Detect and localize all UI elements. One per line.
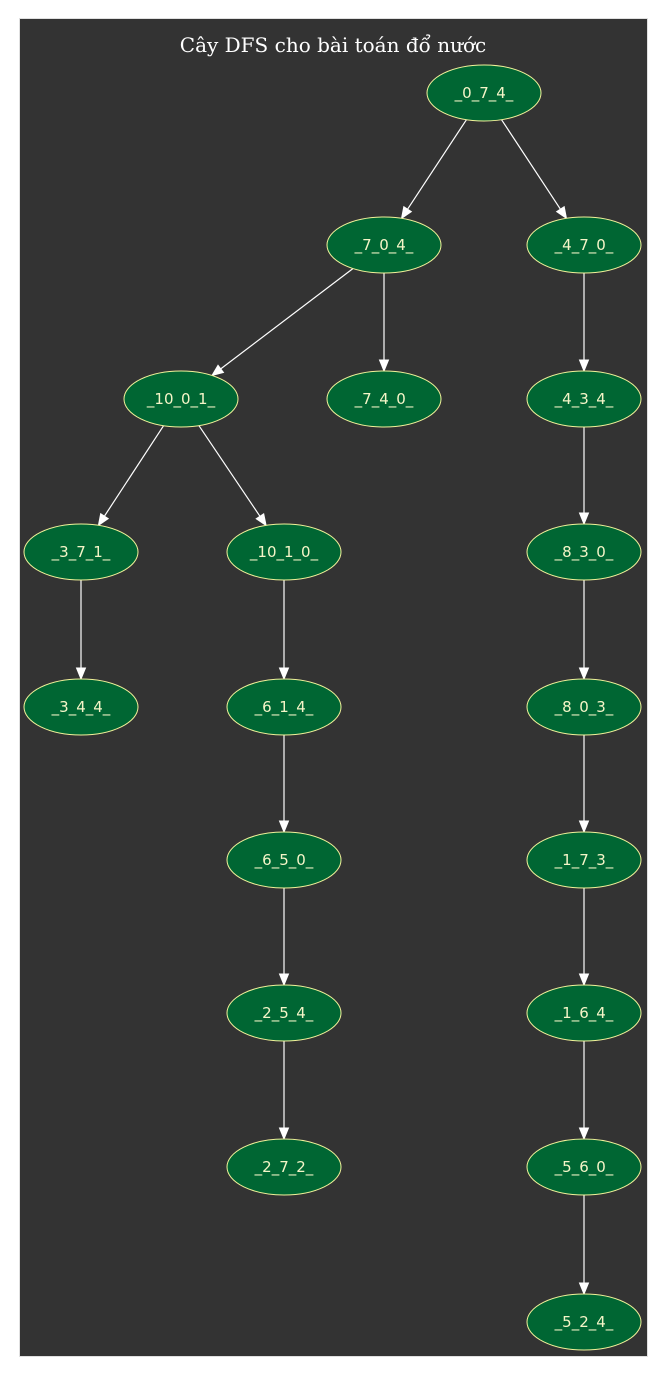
node-label: _3_4_4_: [51, 698, 111, 717]
node-ellipse: [226, 523, 342, 581]
node-ellipse: [226, 1138, 342, 1196]
node-ellipse: [123, 370, 239, 428]
edge-n3-n6: [103, 425, 165, 517]
node-label: _5_6_0_: [554, 1158, 614, 1177]
tree-node: _4_3_4_: [526, 370, 642, 428]
node-label: _2_5_4_: [254, 1004, 314, 1023]
node-label: _2_7_2_: [254, 1158, 314, 1177]
node-ellipse: [526, 523, 642, 581]
edge-n0-n2: [501, 119, 561, 210]
edges-layer: [75, 119, 590, 1296]
arrowhead-n12-n14: [278, 973, 290, 987]
arrowhead-n1-n4: [378, 359, 390, 373]
arrowhead-n0-n1: [400, 205, 413, 220]
tree-node: _7_0_4_: [326, 216, 442, 274]
node-ellipse: [226, 831, 342, 889]
node-label: _6_5_0_: [254, 851, 314, 870]
node-label: _1_7_3_: [554, 851, 614, 870]
arrowhead-n3-n7: [255, 512, 267, 527]
tree-node: _0_7_4_: [426, 64, 542, 122]
edge-n0-n1: [407, 119, 467, 210]
node-label: _7_4_0_: [354, 390, 414, 409]
node-ellipse: [526, 984, 642, 1042]
node-ellipse: [526, 216, 642, 274]
node-ellipse: [426, 64, 542, 122]
node-ellipse: [226, 984, 342, 1042]
node-ellipse: [326, 370, 442, 428]
tree-node: _3_7_1_: [23, 523, 139, 581]
tree-node: _5_6_0_: [526, 1138, 642, 1196]
tree-node: _10_1_0_: [226, 523, 342, 581]
arrowhead-n0-n2: [555, 205, 568, 220]
node-ellipse: [526, 1293, 642, 1351]
node-label: _0_7_4_: [454, 84, 514, 103]
tree-node: _7_4_0_: [326, 370, 442, 428]
tree-node: _3_4_4_: [23, 678, 139, 736]
node-label: _8_3_0_: [554, 543, 614, 562]
arrowhead-n13-n15: [578, 973, 590, 987]
node-label: _5_2_4_: [554, 1313, 614, 1332]
nodes-layer: _0_7_4_ _7_0_4_ _4_7_0_ _10_0_1_ _7_4_0_ _4_3…: [23, 64, 642, 1351]
node-ellipse: [526, 678, 642, 736]
node-ellipse: [23, 678, 139, 736]
node-ellipse: [226, 678, 342, 736]
node-label: _10_0_1_: [146, 390, 216, 409]
node-ellipse: [326, 216, 442, 274]
node-label: _4_3_4_: [554, 390, 614, 409]
node-ellipse: [526, 831, 642, 889]
arrowhead-n14-n16: [278, 1127, 290, 1141]
arrowhead-n1-n3: [210, 364, 225, 377]
tree-node: _1_7_3_: [526, 831, 642, 889]
tree-node: _8_3_0_: [526, 523, 642, 581]
node-label: _8_0_3_: [554, 698, 614, 717]
arrowhead-n15-n17: [578, 1127, 590, 1141]
arrowhead-n3-n6: [97, 512, 110, 527]
tree-node: _8_0_3_: [526, 678, 642, 736]
node-label: _10_1_0_: [249, 543, 319, 562]
tree-node: _4_7_0_: [526, 216, 642, 274]
arrowhead-n5-n8: [578, 512, 590, 526]
arrowhead-n10-n12: [278, 820, 290, 834]
arrowhead-n2-n5: [578, 359, 590, 373]
arrowhead-n8-n11: [578, 667, 590, 681]
edge-n1-n3: [220, 268, 354, 370]
diagram-title: Cây DFS cho bài toán đổ nước: [180, 33, 486, 57]
tree-node: _6_1_4_: [226, 678, 342, 736]
arrowhead-n7-n10: [278, 667, 290, 681]
edge-n3-n7: [198, 425, 261, 517]
arrowhead-n11-n13: [578, 820, 590, 834]
tree-node: _2_7_2_: [226, 1138, 342, 1196]
node-ellipse: [526, 1138, 642, 1196]
tree-node: _2_5_4_: [226, 984, 342, 1042]
node-label: _7_0_4_: [354, 236, 414, 255]
tree-node: _1_6_4_: [526, 984, 642, 1042]
tree-node: _10_0_1_: [123, 370, 239, 428]
arrowhead-n6-n9: [75, 667, 87, 681]
arrowhead-n17-n18: [578, 1282, 590, 1296]
node-label: _1_6_4_: [554, 1004, 614, 1023]
tree-node: _5_2_4_: [526, 1293, 642, 1351]
tree-node: _6_5_0_: [226, 831, 342, 889]
node-label: _4_7_0_: [554, 236, 614, 255]
node-label: _6_1_4_: [254, 698, 314, 717]
node-ellipse: [23, 523, 139, 581]
node-ellipse: [526, 370, 642, 428]
node-label: _3_7_1_: [51, 543, 111, 562]
